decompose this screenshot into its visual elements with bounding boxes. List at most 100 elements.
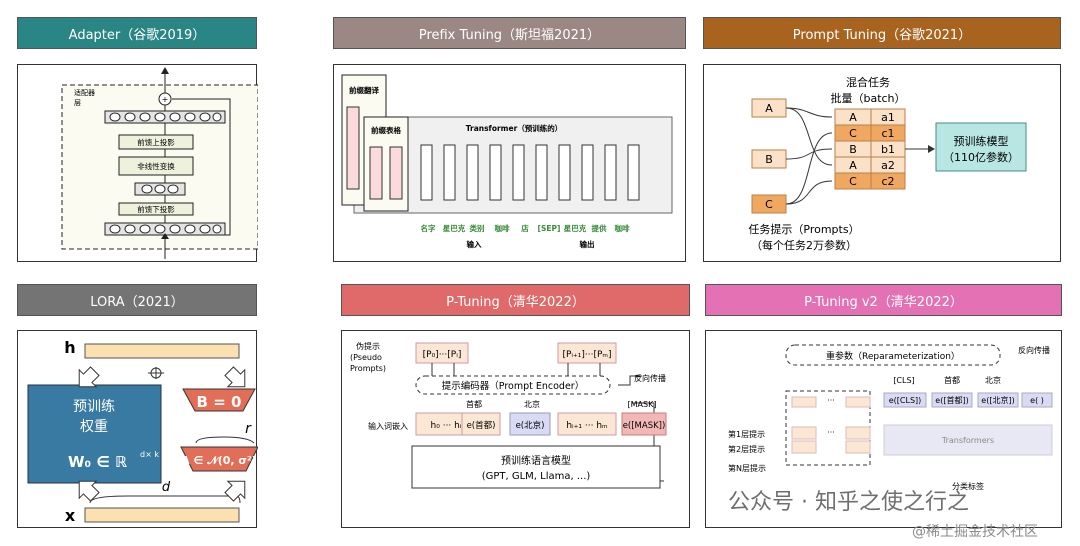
lora-r: r <box>245 421 252 437</box>
svg-text:b1: b1 <box>881 143 895 156</box>
lora-x: x <box>65 506 76 525</box>
token-6: 星巴克 <box>564 223 587 233</box>
p-tuning-diagram: 伪提示 (Pseudo Prompts) [P₀]···[Pᵢ] [Pᵢ₊₁]·… <box>350 341 667 489</box>
svg-text:第2层提示: 第2层提示 <box>728 444 765 454</box>
svg-text:c2: c2 <box>881 175 894 188</box>
prefix-diagram: Transformer（预训练的） 前缀翻译 前缀表格 名字 星巴克 类别 咖啡… <box>341 74 673 249</box>
svg-text:e([CLS]): e([CLS]) <box>889 396 922 405</box>
adapter-header: Adapter（谷歌2019） <box>17 17 257 49</box>
svg-text:e(北京): e(北京) <box>516 420 545 431</box>
svg-text:第1层提示: 第1层提示 <box>728 429 765 439</box>
mixed-task-label: 混合任务 <box>846 75 890 89</box>
lora-d: d <box>162 480 171 495</box>
task-prompt-label: 任务提示（Prompts） <box>748 223 859 236</box>
svg-text:首都: 首都 <box>944 375 960 385</box>
svg-text:第N层提示: 第N层提示 <box>728 463 766 473</box>
lora-w: W₀ ∈ ℝ <box>68 453 127 471</box>
p-backprop: 反向传播 <box>634 373 666 383</box>
svg-text:首都: 首都 <box>466 399 482 409</box>
svg-text:(Pseudo: (Pseudo <box>350 353 382 362</box>
p-left: [P₀]···[Pᵢ] <box>423 350 462 360</box>
svg-text:北京: 北京 <box>524 399 540 409</box>
p-right: [Pᵢ₊₁]···[Pₘ] <box>562 350 611 360</box>
svg-text:Prompts): Prompts) <box>350 364 386 373</box>
svg-text:···: ··· <box>827 396 835 405</box>
svg-text:权重: 权重 <box>80 419 108 435</box>
task-c: C <box>765 198 773 211</box>
svg-text:前馈下投影: 前馈下投影 <box>137 204 175 214</box>
svg-text:C: C <box>849 127 857 140</box>
watermark-account: 公众号 · 知乎之使之行之 <box>728 490 969 515</box>
svg-text:重参数（Reparameterization）: 重参数（Reparameterization） <box>826 350 960 362</box>
task-prompt-param: （每个任务2万参数） <box>751 238 857 252</box>
pretrained-lm <box>411 445 661 489</box>
token-0: 名字 <box>421 223 436 233</box>
token-7: 提供 <box>592 223 607 233</box>
prefix-input-label: 输入 <box>467 239 482 249</box>
token-8: 咖啡 <box>615 223 630 233</box>
svg-text:前馈上投影: 前馈上投影 <box>137 137 175 147</box>
svg-text:B: B <box>849 143 857 156</box>
svg-text:[MASK]: [MASK] <box>628 400 657 409</box>
svg-text:···: ··· <box>827 428 835 437</box>
lora-b-matrix <box>182 388 256 412</box>
svg-text:(GPT, GLM, Llama, ...): (GPT, GLM, Llama, ...) <box>482 471 591 482</box>
token-5: [SEP] <box>538 224 561 233</box>
p-tuning-v2-diagram: 重参数（Reparameterization） 反向传播 [CLS] 首都 北京… <box>728 344 1053 491</box>
adapter-layer-label: 适配器 <box>74 88 95 97</box>
svg-text:hᵢ₊₁ ··· hₘ: hᵢ₊₁ ··· hₘ <box>566 421 608 431</box>
svg-text:h₀ ··· hᵢ: h₀ ··· hᵢ <box>431 421 462 431</box>
transformer-label: Transformer（预训练的） <box>466 123 563 133</box>
batch-label: 批量（batch） <box>830 91 905 105</box>
adapter-up-projection <box>118 134 194 150</box>
p-tuning-v2-panel: 重参数（Reparameterization） 反向传播 [CLS] 首都 北京… <box>705 330 1062 528</box>
svg-text:A ∈ 𝒩(0, σ²): A ∈ 𝒩(0, σ²) <box>181 454 257 467</box>
lora-h: h <box>64 338 75 357</box>
task-b: B <box>765 153 773 166</box>
watermark-community: @稀土掘金技术社区 <box>912 524 1038 540</box>
lora-header: LORA（2021） <box>17 284 257 316</box>
reparam-box <box>785 344 1001 366</box>
task-a: A <box>765 102 773 115</box>
svg-text:a1: a1 <box>881 111 895 124</box>
token-2: 类别 <box>470 223 485 233</box>
svg-text:e([北京]): e([北京]) <box>981 395 1014 405</box>
svg-text:A: A <box>849 111 857 124</box>
adapter-nonlinear <box>118 156 194 176</box>
svg-text:B = 0: B = 0 <box>197 393 242 411</box>
svg-text:（110亿参数）: （110亿参数） <box>943 150 1019 164</box>
lora-x-vector <box>84 507 240 523</box>
svg-text:A: A <box>849 159 857 172</box>
svg-text:e([首都]): e([首都]) <box>935 395 968 405</box>
svg-text:北京: 北京 <box>985 375 1001 385</box>
svg-text:Transformers: Transformers <box>941 436 994 445</box>
prefix-tuning-header: Prefix Tuning（斯坦福2021） <box>333 17 686 49</box>
prompt-tuning-header: Prompt Tuning（谷歌2021） <box>703 17 1061 49</box>
p-tuning-v2-header: P-Tuning v2（清华2022） <box>705 284 1062 316</box>
svg-text:e( ): e( ) <box>1030 396 1044 405</box>
svg-text:[CLS]: [CLS] <box>893 376 914 385</box>
svg-text:预训练: 预训练 <box>73 399 115 415</box>
adapter-diagram: 适配器 层 + 前馈上投影 非线性变换 前馈下投影 <box>61 67 258 259</box>
svg-text:a2: a2 <box>881 159 895 172</box>
svg-text:预训练语言模型: 预训练语言模型 <box>501 454 571 467</box>
pretrained-model-box <box>935 122 1027 172</box>
svg-text:C: C <box>849 175 857 188</box>
token-3: 咖啡 <box>495 223 510 233</box>
lora-h-vector <box>84 343 240 359</box>
adapter-panel: 适配器 层 + 前馈上投影 非线性变换 前馈下投影 <box>17 64 258 262</box>
lora-panel: h x 预训练 权重 W₀ ∈ ℝ d× k B = 0 r A ∈ 𝒩(0, … <box>17 330 258 528</box>
svg-text:d× k: d× k <box>140 450 159 459</box>
prefix-output-label: 输出 <box>580 239 595 249</box>
token-1: 星巴克 <box>443 223 466 233</box>
svg-text:前缀表格: 前缀表格 <box>371 125 401 135</box>
svg-text:非线性变换: 非线性变换 <box>137 161 175 171</box>
svg-text:分类标签: 分类标签 <box>952 481 984 491</box>
embed-label: 输入词嵌入 <box>368 421 408 431</box>
adapter-plus: + <box>162 95 169 104</box>
svg-text:c1: c1 <box>881 127 894 140</box>
p-tuning-panel: 伪提示 (Pseudo Prompts) [P₀]···[Pᵢ] [Pᵢ₊₁]·… <box>341 330 690 528</box>
p-tuning-header: P-Tuning（清华2022） <box>341 284 690 316</box>
